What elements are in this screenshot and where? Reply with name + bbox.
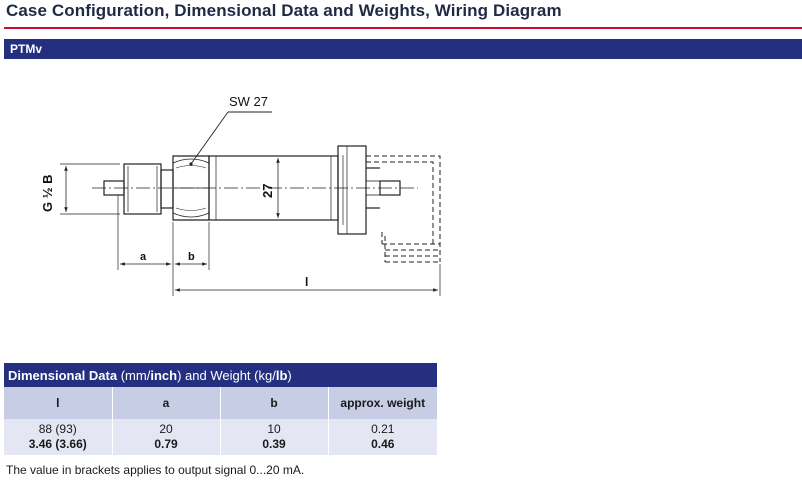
table-caption-row: Dimensional Data (mm/inch) and Weight (k… xyxy=(4,363,437,387)
dim-a-label: a xyxy=(140,251,147,263)
thread-connection xyxy=(123,163,162,215)
column-header: a xyxy=(112,387,221,419)
column-header: approx. weight xyxy=(328,387,437,419)
diameter-label: 27 xyxy=(260,184,275,198)
column-header: l xyxy=(4,387,113,419)
footnote: The value in brackets applies to output … xyxy=(6,463,305,477)
dimension-table: Dimensional Data (mm/inch) and Weight (k… xyxy=(4,363,437,455)
dim-b-label: b xyxy=(188,251,195,263)
cable-plug-outline xyxy=(366,155,441,263)
thread-size-label: G ½ B xyxy=(40,174,55,212)
dim-l-label: l xyxy=(305,275,308,289)
connector-housing xyxy=(337,145,367,235)
page-title: Case Configuration, Dimensional Data and… xyxy=(6,1,562,20)
table-caption: Dimensional Data (mm/inch) and Weight (k… xyxy=(4,363,437,387)
table-cell: 88 (93)3.46 (3.66) xyxy=(4,419,113,455)
column-header: b xyxy=(220,387,329,419)
title-divider xyxy=(4,27,802,29)
section-label: PTMv xyxy=(10,42,43,56)
section-header-bar: PTMv xyxy=(4,39,802,59)
table-header-row: l a b approx. weight xyxy=(4,387,437,419)
dimension-drawing: SW 27 G ½ B 27 a b l xyxy=(40,94,441,296)
wrench-size-label: SW 27 xyxy=(229,94,268,109)
